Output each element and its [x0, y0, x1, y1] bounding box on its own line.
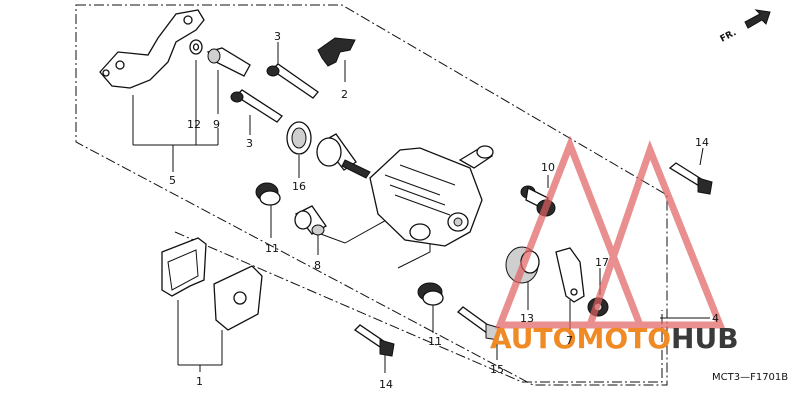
- bracket-hole: [115, 60, 125, 70]
- caliper-bracket: [99, 9, 205, 89]
- watermark-part-3: HUB: [671, 322, 739, 355]
- callout-13: 13: [520, 312, 534, 325]
- assembly-boundary: [75, 4, 668, 386]
- mounting-bolt-upper: [668, 162, 713, 195]
- callout-17: 17: [595, 256, 609, 269]
- callout-9: 9: [213, 118, 220, 131]
- callout-15: 15: [490, 363, 504, 376]
- callout-7: 7: [566, 334, 573, 347]
- callout-4: 4: [712, 312, 719, 325]
- dust-boot-lower: [417, 282, 444, 306]
- callout-2: 2: [341, 88, 348, 101]
- dust-boot-upper: [255, 182, 281, 206]
- callout-14-lower: 14: [379, 378, 393, 391]
- caliper-body: [369, 145, 494, 247]
- callout-14-upper: 14: [695, 136, 709, 149]
- diagram-code: MCT3—F1701B: [712, 372, 788, 383]
- watermark-part-1: AUTO: [490, 322, 576, 355]
- callout-1: 1: [196, 375, 203, 388]
- brake-pads: [161, 237, 263, 331]
- front-direction-label: FR.: [719, 28, 738, 45]
- pad-spring: [317, 37, 356, 67]
- leader-lines: [132, 42, 710, 373]
- watermark-part-2: MOTO: [576, 322, 671, 355]
- callout-3-upper: 3: [274, 30, 281, 43]
- callout-11-upper: 11: [265, 242, 279, 255]
- sleeve: [294, 205, 327, 236]
- bracket-hole: [183, 15, 193, 25]
- watermark-logo: [494, 135, 726, 329]
- hose-bracket-hole: [570, 288, 578, 296]
- callout-11-lower: 11: [428, 335, 442, 348]
- piston-seal-inner: [291, 127, 307, 149]
- pin-bolt: [206, 47, 251, 77]
- hose-bracket: [555, 247, 585, 303]
- callout-16: 16: [292, 180, 306, 193]
- caliper-group-boundary: [174, 231, 663, 383]
- washer-hole: [192, 43, 200, 51]
- callout-10: 10: [541, 161, 555, 174]
- watermark-text: AUTOMOTOHUB: [490, 322, 739, 355]
- slide-pin-lower: [230, 89, 283, 123]
- callout-8: 8: [314, 259, 321, 272]
- callout-5: 5: [169, 174, 176, 187]
- callout-12: 12: [187, 118, 201, 131]
- slide-pin-upper: [266, 63, 319, 99]
- callout-3-lower: 3: [246, 137, 253, 150]
- mounting-bolt-lower: [353, 324, 395, 357]
- front-direction-arrow: FR.: [719, 9, 771, 45]
- piston: [316, 133, 371, 179]
- bracket-hole: [102, 69, 110, 77]
